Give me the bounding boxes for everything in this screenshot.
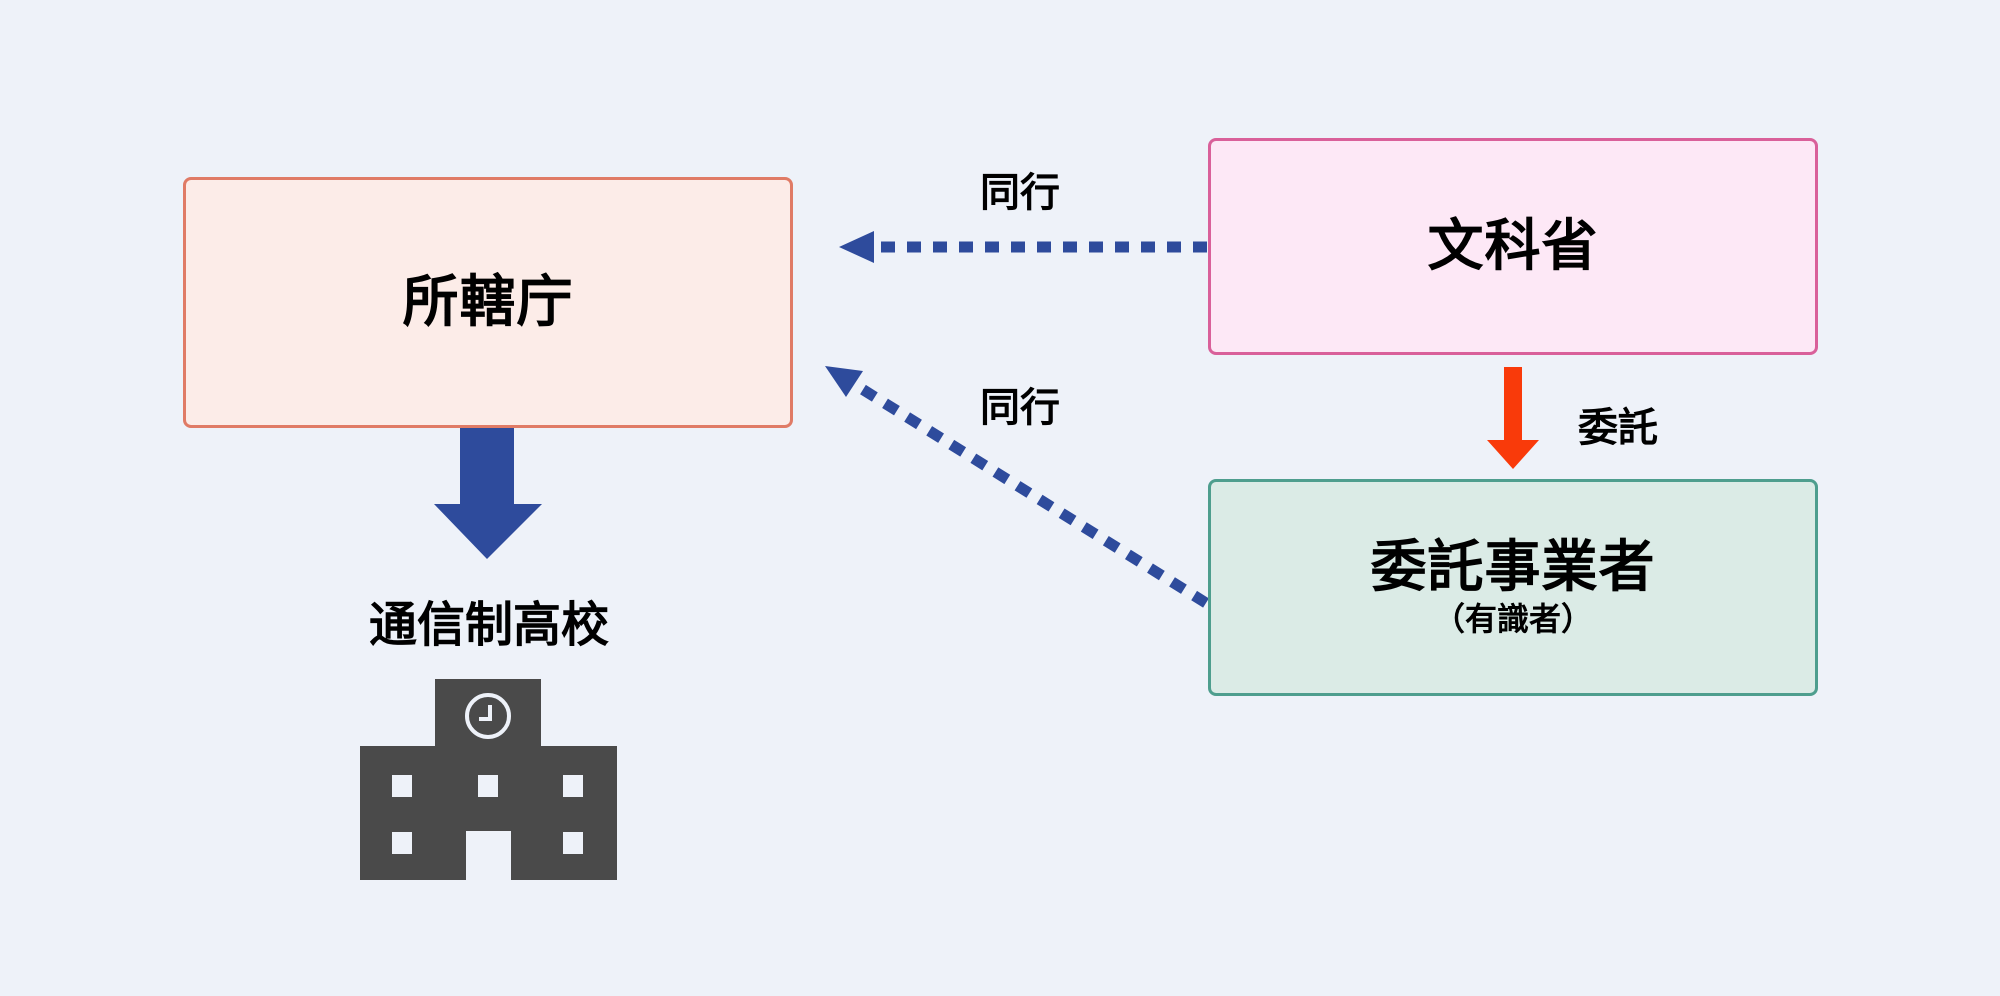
node-ministry-title: 文科省: [1427, 213, 1599, 279]
clock-hands: [479, 705, 492, 721]
clock-icon: [465, 693, 511, 739]
window: [478, 775, 498, 797]
edge-ministry-to-agency: [839, 231, 1207, 263]
node-contractor: 委託事業者 （有識者）: [1208, 479, 1818, 696]
window: [563, 832, 583, 854]
school-building-icon: [360, 679, 617, 880]
node-agency-title: 所轄庁: [402, 269, 574, 335]
edge-label-accompany-contractor: 同行: [980, 385, 1060, 431]
window: [392, 775, 412, 797]
edge-label-entrust: 委託: [1578, 405, 1658, 451]
edge-contractor-to-agency: [825, 366, 1209, 608]
edge-agency-to-school: [434, 428, 542, 559]
window: [563, 775, 583, 797]
node-agency: 所轄庁: [183, 177, 793, 428]
node-ministry: 文科省: [1208, 138, 1818, 355]
node-school-title: 通信制高校: [368, 597, 609, 653]
arrow-shaft: [1504, 367, 1522, 441]
node-contractor-subtitle: （有識者）: [1432, 600, 1593, 639]
window: [392, 832, 412, 854]
arrowhead-down-icon: [1487, 440, 1539, 469]
arrowhead-upleft-icon: [825, 366, 863, 397]
block-arrow-down-icon: [434, 428, 542, 559]
edge-ministry-to-contractor: [1487, 367, 1539, 469]
node-contractor-title: 委託事業者: [1370, 534, 1656, 600]
edge-label-accompany-ministry: 同行: [980, 170, 1060, 216]
arrowhead-left-icon: [839, 231, 874, 263]
school-body: [360, 746, 617, 880]
